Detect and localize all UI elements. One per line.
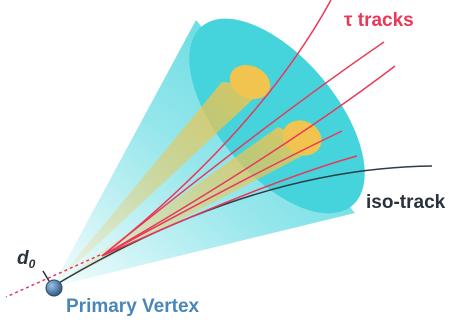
iso-track-line — [51, 165, 433, 288]
d0-label-sub: 0 — [29, 257, 36, 271]
tau-track-4 — [101, 130, 343, 257]
d0-label-base: d — [17, 248, 29, 269]
primary-vertex-label: Primary Vertex — [66, 296, 200, 317]
primary-vertex-dot — [45, 279, 63, 297]
d0-label: d0 — [17, 248, 36, 271]
sub-cone-lower-face — [282, 120, 322, 156]
track-extrapolation-dashed — [5, 254, 101, 298]
sub-cone-upper-face — [229, 64, 271, 100]
jet-cone — [52, 20, 355, 287]
iso-track-label: iso-track — [366, 192, 446, 213]
d0-marker — [42, 270, 50, 282]
tau-track-5 — [101, 155, 358, 257]
tau-tracks-label: τ tracks — [344, 10, 414, 31]
tau-track-2 — [101, 41, 385, 257]
tau-track-3 — [101, 65, 396, 257]
tau-track-1 — [101, 0, 332, 257]
sub-cone-upper — [52, 82, 267, 287]
jet-cone-face — [189, 18, 365, 214]
